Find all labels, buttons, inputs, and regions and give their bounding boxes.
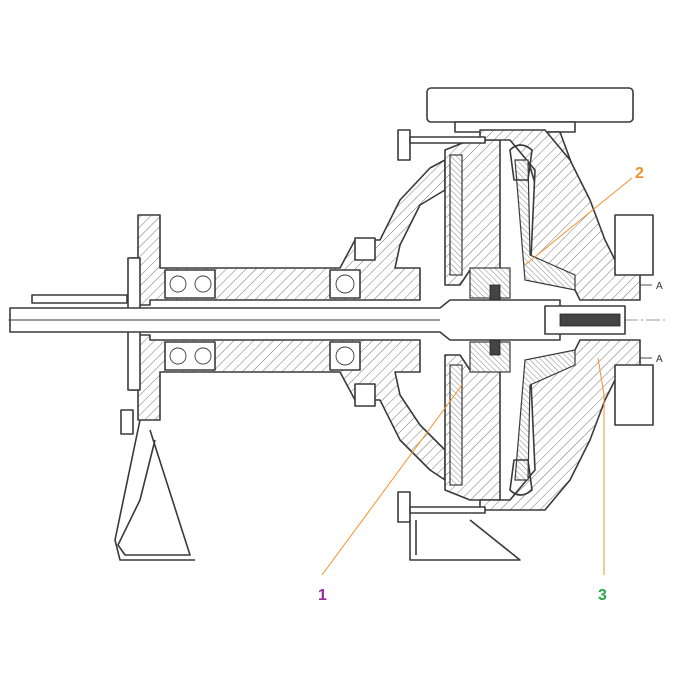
section-mark-lower: A <box>656 354 663 365</box>
mechanical-seal <box>469 267 511 373</box>
bolts <box>120 129 486 523</box>
bearing-lower-right <box>329 341 361 371</box>
callout-3-leader <box>597 357 605 575</box>
callout-2-label: 2 <box>635 165 644 182</box>
section-marks: A A <box>639 280 663 365</box>
section-mark-upper: A <box>656 281 663 292</box>
bearing-upper-left <box>164 269 216 299</box>
callout-1-label: 1 <box>318 587 327 604</box>
volute-casing <box>479 129 654 511</box>
impeller <box>509 144 626 496</box>
pump-shaft <box>9 299 561 341</box>
bearing-upper-right <box>329 269 361 299</box>
callout-2-leader <box>524 177 633 266</box>
callout-3-label: 3 <box>598 587 607 604</box>
support-feet <box>114 419 521 561</box>
casing-cover <box>444 139 501 501</box>
bearing-lower-left <box>164 341 216 371</box>
callout-1-leader <box>321 384 463 576</box>
